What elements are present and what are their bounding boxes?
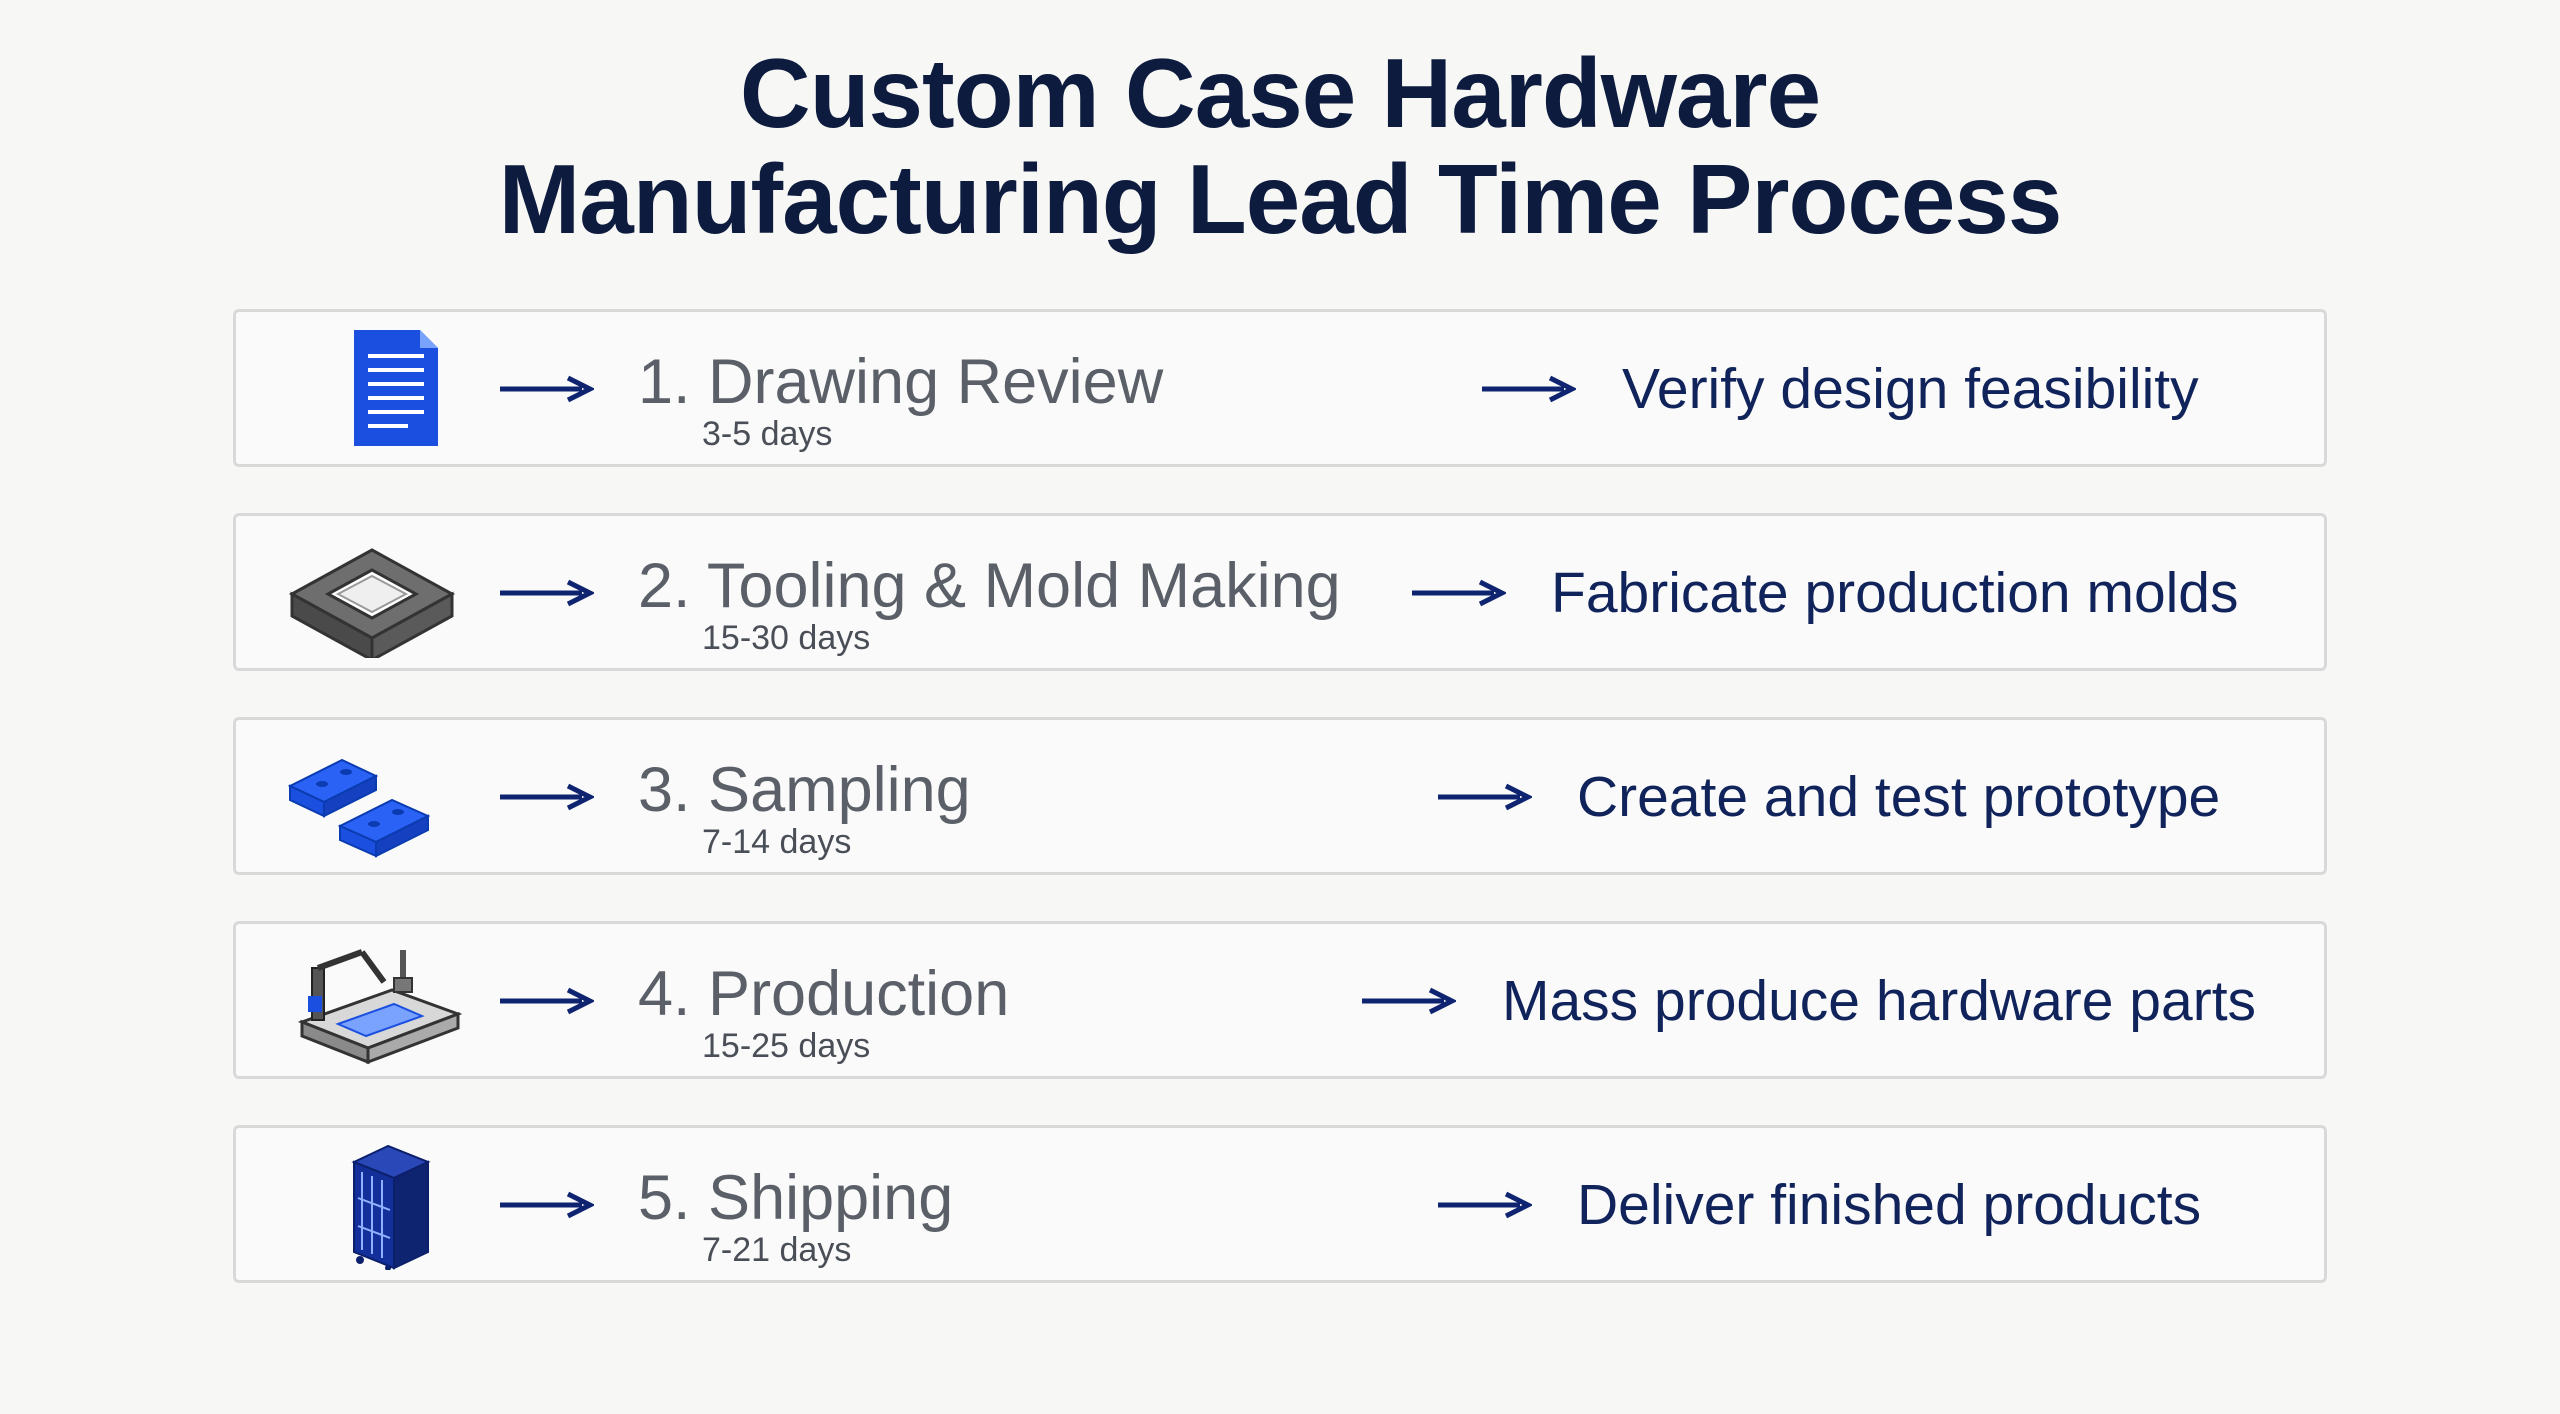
step-description: Deliver finished products bbox=[1577, 1173, 2202, 1237]
step-duration: 15-25 days bbox=[702, 1027, 871, 1065]
step-row-shipping: 5. Shipping 7-21 days Deliver finished p… bbox=[233, 1125, 2327, 1283]
document-icon bbox=[282, 326, 462, 454]
arrow-icon bbox=[498, 986, 594, 1016]
step-row-sampling: 3. Sampling 7-14 days Create and test pr… bbox=[233, 717, 2327, 875]
step-row-production: 4. Production 15-25 days Mass produce ha… bbox=[233, 921, 2327, 1079]
step-name: 4. Production bbox=[638, 959, 1010, 1029]
arrow-icon bbox=[498, 782, 594, 812]
step-duration: 7-14 days bbox=[702, 823, 852, 861]
page-title: Custom Case Hardware Manufacturing Lead … bbox=[0, 40, 2560, 252]
step-description: Verify design feasibility bbox=[1622, 357, 2199, 421]
arrow-icon bbox=[498, 374, 594, 404]
shipping-container-icon bbox=[282, 1142, 462, 1270]
arrow-icon bbox=[498, 1190, 594, 1220]
title-line-1: Custom Case Hardware bbox=[739, 38, 1821, 148]
arrow-icon bbox=[1410, 578, 1506, 608]
mold-icon bbox=[282, 530, 462, 658]
arrow-icon bbox=[1436, 782, 1532, 812]
arrow-icon bbox=[1436, 1190, 1532, 1220]
title-line-2: Manufacturing Lead Time Process bbox=[498, 144, 2063, 254]
step-description: Fabricate production molds bbox=[1551, 561, 2239, 625]
step-name: 1. Drawing Review bbox=[638, 347, 1164, 417]
robot-arm-icon bbox=[282, 938, 462, 1066]
arrow-icon bbox=[1480, 374, 1576, 404]
arrow-icon bbox=[1360, 986, 1456, 1016]
step-row-tooling: 2. Tooling & Mold Making 15-30 days Fabr… bbox=[233, 513, 2327, 671]
step-row-drawing-review: 1. Drawing Review 3-5 days Verify design… bbox=[233, 309, 2327, 467]
step-duration: 15-30 days bbox=[702, 619, 871, 657]
sample-blocks-icon bbox=[282, 734, 462, 862]
step-duration: 7-21 days bbox=[702, 1231, 852, 1269]
step-name: 2. Tooling & Mold Making bbox=[638, 551, 1341, 621]
step-description: Mass produce hardware parts bbox=[1502, 969, 2257, 1033]
arrow-icon bbox=[498, 578, 594, 608]
step-name: 5. Shipping bbox=[638, 1163, 954, 1233]
step-name: 3. Sampling bbox=[638, 755, 971, 825]
step-duration: 3-5 days bbox=[702, 415, 833, 453]
step-description: Create and test prototype bbox=[1577, 765, 2221, 829]
